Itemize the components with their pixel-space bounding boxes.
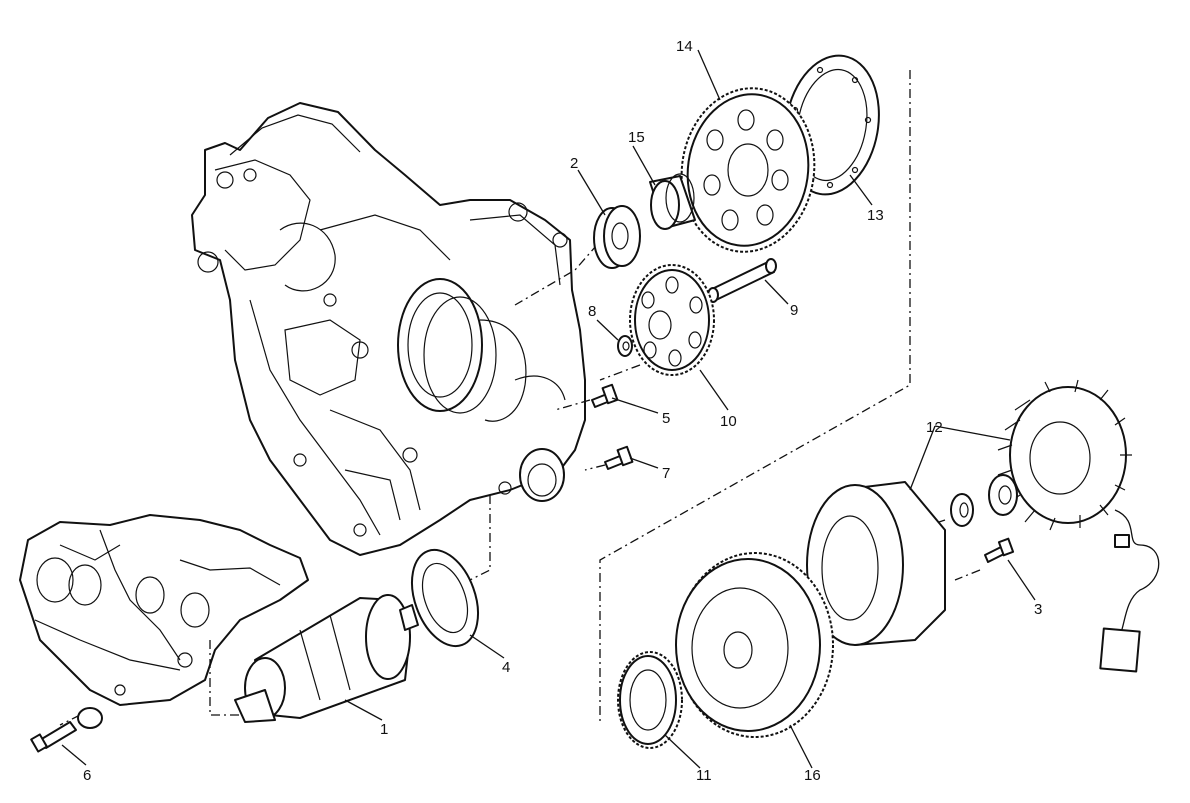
callout-9: 9 bbox=[790, 302, 798, 319]
callout-5: 5 bbox=[662, 410, 670, 427]
callout-3: 3 bbox=[1034, 601, 1042, 618]
part-16-rotor bbox=[675, 481, 946, 738]
crankcase-half bbox=[191, 102, 586, 556]
callout-1: 1 bbox=[380, 721, 388, 738]
callout-4: 4 bbox=[502, 659, 510, 676]
part-5-bolt bbox=[591, 383, 619, 408]
part-3-bolt bbox=[984, 537, 1015, 563]
part-12-stator bbox=[950, 379, 1160, 673]
part-7-bolt bbox=[604, 445, 634, 470]
leader-lines bbox=[61, 49, 1036, 769]
part-4-gasket bbox=[411, 548, 479, 648]
callout-7: 7 bbox=[662, 465, 670, 482]
part-15-bushing bbox=[649, 173, 696, 230]
callout-10: 10 bbox=[720, 413, 737, 430]
callout-2: 2 bbox=[570, 155, 578, 172]
callout-15: 15 bbox=[628, 129, 645, 146]
callout-6: 6 bbox=[83, 767, 91, 784]
part-2-washer bbox=[593, 205, 641, 269]
callout-8: 8 bbox=[588, 303, 596, 320]
engine-mount-frame bbox=[19, 514, 309, 706]
part-1-starter-motor bbox=[234, 594, 419, 723]
part-10-gear bbox=[629, 264, 715, 376]
callout-16: 16 bbox=[804, 767, 821, 784]
part-6-bolt-spacer bbox=[30, 707, 103, 753]
callout-12: 12 bbox=[926, 419, 943, 436]
part-11-freewheel bbox=[617, 651, 683, 749]
callout-13: 13 bbox=[867, 207, 884, 224]
callout-14: 14 bbox=[676, 38, 693, 55]
part-14-large-gear bbox=[680, 87, 816, 253]
callout-labels: 14 15 2 13 9 8 10 5 7 12 3 4 1 6 11 16 bbox=[83, 38, 1042, 784]
callout-11: 11 bbox=[696, 767, 712, 784]
part-8-small-washer bbox=[617, 335, 633, 357]
